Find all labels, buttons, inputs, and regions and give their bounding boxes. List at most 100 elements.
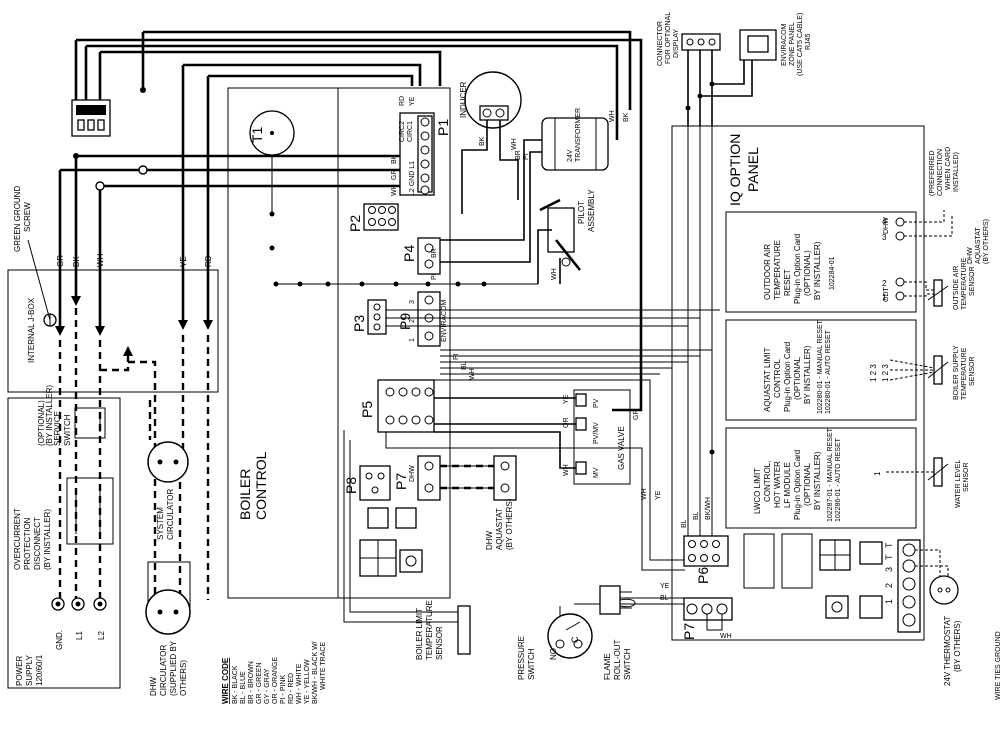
transformer-2: TRANSFORMER: [575, 108, 582, 162]
wire-code-9: YE - YELLOW: [304, 659, 311, 704]
aquastat-card-3: Plug-in Option Card: [783, 342, 792, 412]
pilot-assembly: PILOT ASSEMBLY WH BR PI: [431, 189, 596, 284]
overcurrent-4: (BY INSTALLER): [43, 509, 52, 570]
wire-tag-gv-ye: YE: [563, 394, 570, 404]
p5-label: P5: [359, 401, 375, 418]
panel-harness: BL BL BK/WH: [681, 50, 753, 536]
enviracom-3: (USE CAT5 CABLE): [797, 13, 804, 76]
preferred-4: INSTALLED): [953, 152, 960, 192]
wire-tag-p6-ye: WH: [641, 488, 648, 500]
p2-label: P2: [347, 215, 363, 232]
boiler-control-2: CONTROL: [253, 451, 269, 520]
wire-code-2: BR - BROWN: [248, 661, 255, 704]
display-connector-1: CONNECTOR: [657, 21, 664, 66]
outdoor-card-4: Plug-in Option Card: [793, 234, 802, 304]
outside-air-1: OUTSIDE AIR: [953, 266, 960, 310]
thermostat: 24V THERMOSTAT (BY OTHERS): [915, 549, 962, 686]
wire-tag-p6-bkwh: BK/WH: [705, 497, 712, 520]
p7-term-2: 2: [884, 583, 894, 588]
pressure-switch-1: PRESSURE: [517, 636, 526, 680]
rollout-3: SWITCH: [623, 648, 632, 680]
system-circulator: SYSTEM CIRCULATOR: [147, 441, 189, 540]
boiler-limit-sensor: BOILER LIMIT TEMPERATURE SENSOR: [415, 600, 471, 660]
wire-code-1: BL - BLUE: [240, 671, 247, 704]
wire-code-6: PI - PINK: [280, 674, 287, 704]
enviracom-rj45: ENVIRACOM ZONE PANEL (USE CAT5 CABLE) RJ…: [739, 13, 812, 76]
outdoor-term-1: 1: [882, 293, 887, 302]
outdoor-card-7: 102284-01: [829, 256, 836, 290]
overcurrent-2: PROTECTION: [23, 517, 32, 570]
ground-screw-label-2: SCREW: [23, 202, 32, 232]
wire-tag-p7-bl: YE: [660, 583, 670, 590]
wire-tag-gv-or: OR: [563, 418, 570, 429]
p8-dhw: DHW: [409, 465, 416, 482]
lwco-card-2: CONTROL,: [763, 461, 772, 502]
wire-tag-bk: BK: [72, 256, 81, 267]
transformer: 24V TRANSFORMER BR PI WH BK: [440, 108, 630, 263]
l2-terminal: L2: [97, 631, 106, 640]
wire-tag-p6-pi: BL: [681, 519, 688, 528]
wire-tag-gr: GR: [56, 255, 65, 267]
p1-label: P1: [435, 119, 451, 136]
corner-note: WIRE TIES GROUND: [995, 631, 1002, 700]
outdoor-term-2: 2: [882, 279, 887, 288]
lwco-card-9: 102286-01 - AUTO RESET: [835, 437, 842, 522]
wire-tag-gv-wh: WH: [563, 464, 570, 476]
p7-term-t1: T: [884, 554, 894, 560]
lwco-term-1: 1: [873, 471, 882, 476]
outside-air-3: SENSOR: [969, 266, 976, 296]
lwco-card-4: LF MODULE: [783, 462, 792, 508]
p1-header: L2 GND L1: [409, 161, 416, 196]
inducer: INDUCER BK WH: [459, 71, 522, 214]
transformer-1: 24V: [567, 149, 574, 162]
board-to-panel-wires: PI BL WH WH YE YE BL: [343, 309, 720, 623]
aquastat-card-7: 102280-01 - AUTO RESET: [825, 329, 832, 414]
wire-tag-wh: WH: [96, 253, 105, 267]
outdoor-card-6: BY INSTALLER): [813, 241, 822, 300]
wire-code-4: GY - GRAY: [264, 668, 271, 704]
display-connector: CONNECTOR FOR OPTIONAL DISPLAY: [657, 12, 721, 66]
wire-tag-tr-br: BR: [515, 150, 522, 160]
p1-pin-wh: WH: [391, 184, 398, 196]
outdoor-odt: ODT: [883, 287, 890, 303]
wire-tag-tr-wh: WH: [609, 110, 616, 122]
dhw-circulator-2: CIRCULATOR: [159, 645, 168, 696]
p1-pin-circ1: CIRC1: [407, 121, 414, 142]
aquastat-card-2: CONTROL: [773, 358, 782, 398]
p1-pin-ye: YE: [409, 96, 416, 106]
harness-plug: [71, 99, 111, 137]
wire-tag-harness-wh2: WH: [469, 368, 476, 380]
outside-air-2: TEMPERATURE: [961, 257, 968, 310]
dhw-aquastat-left: DHW AQUASTAT (BY OTHERS): [440, 455, 517, 550]
aquastat-card-6: 102280-01 - MANUAL RESET: [817, 319, 824, 414]
water-level-2: SENSOR: [963, 462, 970, 492]
preferred-2: CONNECTION: [937, 149, 944, 196]
field-wiring: [58, 308, 210, 600]
p3-label: P3: [351, 315, 367, 332]
dhw-aquastat-left-2: AQUASTAT: [495, 508, 504, 550]
aquastat-card-4: (OPTIONAL: [793, 356, 802, 400]
wire-tag-p4-pi: PI: [431, 273, 438, 280]
service-area: SERVICE SWITCH (OPTIONAL) (BY INSTALLER)…: [7, 385, 121, 689]
enviracom-2: ZONE PANEL: [789, 22, 796, 66]
boiler-control-1: BOILER: [237, 469, 253, 520]
power-supply-2: SUPPLY: [25, 654, 34, 686]
lwco-card-5: Plug-in Option Card: [793, 450, 802, 520]
wire-tag-p4-br: BR: [431, 248, 438, 258]
wire-tag-harness-wh: PI: [453, 353, 460, 360]
p9-pin-3: 3: [409, 300, 416, 304]
pressure-c: C: [570, 636, 580, 643]
flame-rollout-switch: FLAME ROLL-OUT SWITCH: [599, 585, 636, 680]
p7-term-1: 1: [884, 599, 894, 604]
rollout-2: ROLL-OUT: [613, 639, 622, 680]
wire-code-3: GR - GREEN: [256, 662, 263, 704]
rollout-1: FLAME: [603, 653, 612, 680]
dhw-circulator-1: DHW: [149, 676, 158, 696]
system-circulator-2: CIRCULATOR: [166, 489, 175, 540]
thermostat-1: 24V THERMOSTAT: [943, 616, 952, 686]
overcurrent-3: DISCONNECT: [33, 517, 42, 570]
wire-tag-rd: RD: [204, 255, 213, 267]
p1-pin-rd: RD: [399, 96, 406, 106]
outdoor-card-1: OUTDOOR AIR: [763, 244, 772, 300]
